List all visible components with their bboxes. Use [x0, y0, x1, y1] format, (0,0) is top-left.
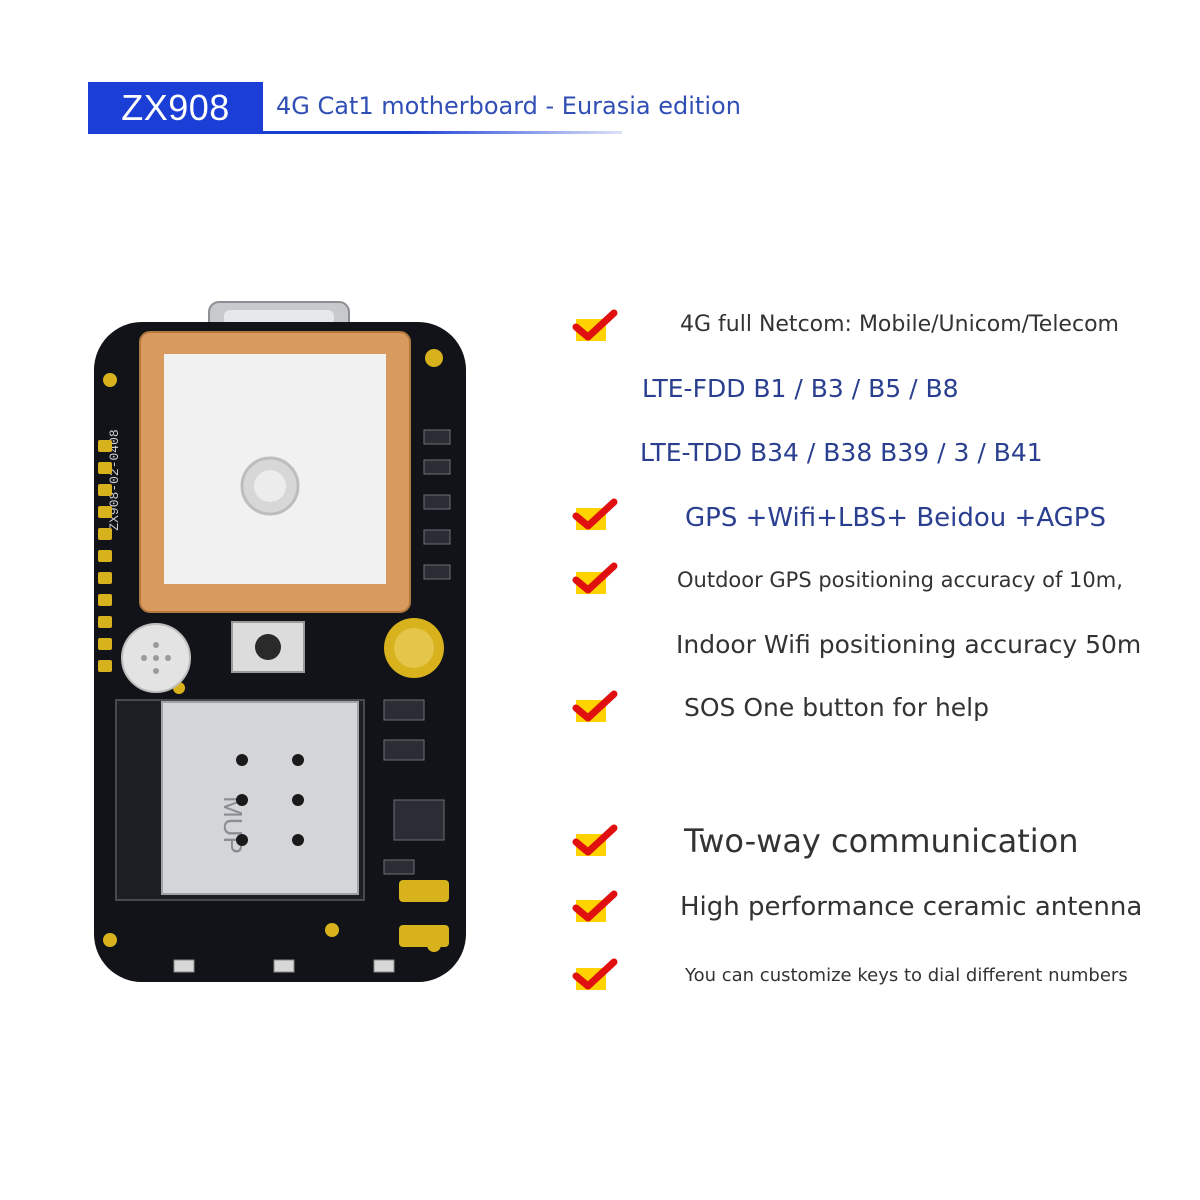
feature-lte-tdd: LTE-TDD B34 / B38 B39 / 3 / B41	[640, 438, 1043, 467]
feature-netcom: 4G full Netcom: Mobile/Unicom/Telecom	[680, 312, 1119, 337]
header-subtitle: 4G Cat1 motherboard - Eurasia edition	[276, 92, 741, 120]
checkmark-icon	[572, 690, 618, 722]
checkmark-icon	[572, 890, 618, 922]
feature-custom-keys: You can customize keys to dial different…	[685, 965, 1128, 986]
feature-sos: SOS One button for help	[684, 693, 989, 722]
checkmark-icon	[572, 562, 618, 594]
checkmark-icon	[572, 824, 618, 856]
feature-antenna: High performance ceramic antenna	[680, 892, 1143, 922]
board-silkscreen: ZX908-02-0408	[107, 429, 122, 530]
feature-two-way: Two-way communication	[684, 822, 1079, 860]
feature-indoor-accuracy: Indoor Wifi positioning accuracy 50m	[676, 630, 1142, 659]
feature-lte-fdd: LTE-FDD B1 / B3 / B5 / B8	[642, 374, 959, 403]
checkmark-icon	[572, 958, 618, 990]
pcb-board-image: ZX908-02-0408 MUP	[94, 301, 466, 982]
model-badge: ZX908	[88, 82, 263, 134]
feature-positioning: GPS +Wifi+LBS+ Beidou +AGPS	[685, 503, 1106, 533]
feature-outdoor-accuracy: Outdoor GPS positioning accuracy of 10m,	[677, 568, 1123, 592]
header-underline	[88, 131, 622, 134]
checkmark-icon	[572, 309, 618, 341]
checkmark-icon	[572, 498, 618, 530]
